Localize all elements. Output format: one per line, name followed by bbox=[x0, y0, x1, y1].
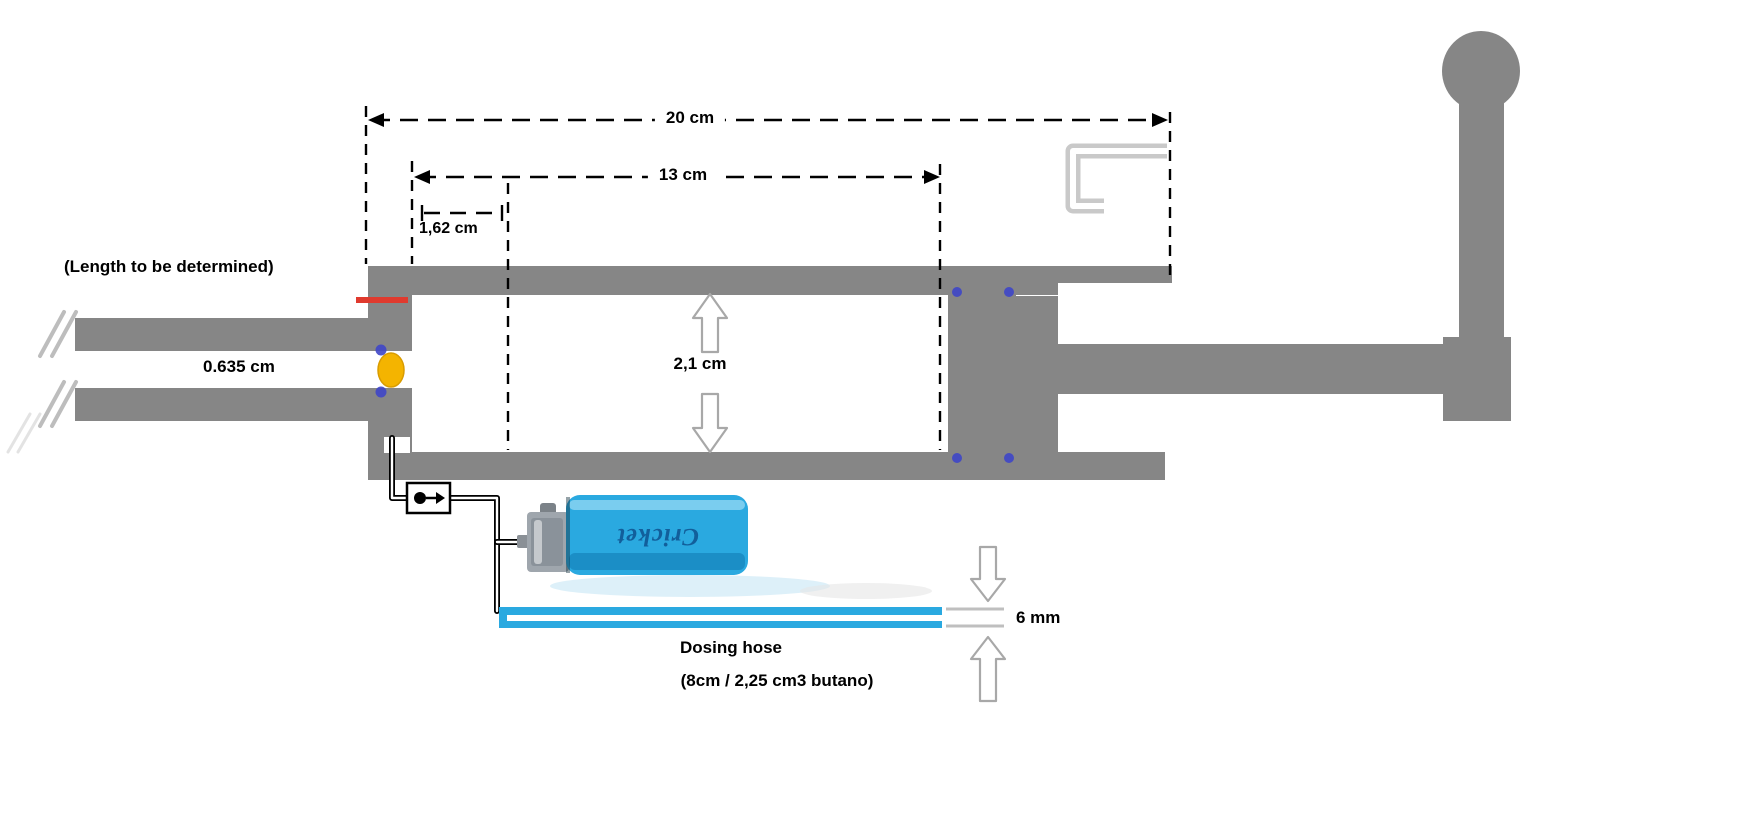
arrowhead-right bbox=[1152, 113, 1168, 127]
lighter-body-shade bbox=[569, 553, 745, 570]
hose-diameter-marks bbox=[946, 545, 1007, 703]
bore-arrow-down bbox=[691, 392, 729, 454]
chamber-top-wall-extension bbox=[1058, 266, 1172, 283]
barrel-length-note: (Length to be determined) bbox=[64, 257, 274, 276]
dimension-label-hose-diameter: 6 mm bbox=[1016, 608, 1061, 627]
chamber-bottom-wall bbox=[368, 452, 1165, 480]
lighter-brand-label: Cricket bbox=[617, 522, 699, 550]
dimension-label-chamber-length: 13 cm bbox=[647, 165, 719, 185]
hose-arrow-up bbox=[969, 635, 1007, 703]
lighter-shadow bbox=[550, 575, 830, 597]
dimension-arrowheads bbox=[368, 113, 1168, 184]
dimension-label-overall-length: 20 cm bbox=[654, 108, 726, 128]
piston-rod bbox=[1058, 344, 1448, 394]
bore-arrow-up bbox=[691, 292, 729, 354]
oring-dot bbox=[1004, 453, 1014, 463]
piston-head bbox=[948, 284, 1016, 466]
hose-bottom-line bbox=[500, 621, 942, 628]
handle-shaft bbox=[1459, 100, 1504, 344]
chamber-top-wall bbox=[368, 266, 1058, 295]
hose-end-cap bbox=[499, 607, 507, 628]
handle-junction bbox=[1443, 337, 1511, 421]
dimension-label-barrel-bore: 0.635 cm bbox=[203, 357, 275, 376]
piston-disc bbox=[1016, 296, 1058, 452]
mount-bracket bbox=[1065, 143, 1167, 214]
lighter-shadow-faint bbox=[800, 583, 932, 599]
check-valve-symbol bbox=[405, 481, 452, 515]
bore-height-arrows bbox=[691, 292, 729, 454]
valve-ball bbox=[377, 352, 405, 388]
seal-dot bbox=[375, 386, 387, 398]
oring-dot bbox=[1004, 287, 1014, 297]
lighter-body-highlight bbox=[569, 500, 745, 510]
gas-line bbox=[389, 435, 525, 614]
cannon-body bbox=[75, 31, 1520, 480]
pipe-break-slashes bbox=[6, 310, 78, 454]
intake-valve bbox=[375, 344, 405, 398]
handle-knob bbox=[1442, 31, 1520, 111]
piston-orings bbox=[952, 287, 1014, 463]
lighter bbox=[517, 495, 932, 599]
barrel-upper bbox=[75, 318, 412, 351]
red-mark bbox=[356, 297, 408, 303]
lighter-seam bbox=[566, 497, 570, 573]
chamber-left-wall-upper bbox=[368, 295, 412, 351]
dimension-lines bbox=[364, 106, 1172, 450]
lighter-cap-shine bbox=[534, 520, 542, 564]
arrowhead-right bbox=[924, 170, 940, 184]
hose-spec-label: (8cm / 2,25 cm3 butano) bbox=[680, 671, 874, 690]
seal-dot bbox=[375, 344, 387, 356]
barrel-lower bbox=[75, 388, 412, 421]
oring-dot bbox=[952, 287, 962, 297]
dosing-hose bbox=[499, 607, 942, 628]
hose-label: Dosing hose bbox=[679, 638, 783, 657]
arrowhead-left bbox=[368, 113, 384, 127]
arrowhead-left bbox=[414, 170, 430, 184]
dimension-label-intake-offset: 1,62 cm bbox=[419, 220, 478, 237]
dimension-label-chamber-bore: 2,1 cm bbox=[673, 354, 727, 373]
oring-dot bbox=[952, 453, 962, 463]
hose-arrow-down bbox=[969, 545, 1007, 603]
gas-outlet-notch bbox=[384, 437, 410, 453]
hose-top-line bbox=[500, 607, 942, 615]
lighter-nozzle bbox=[517, 535, 529, 548]
